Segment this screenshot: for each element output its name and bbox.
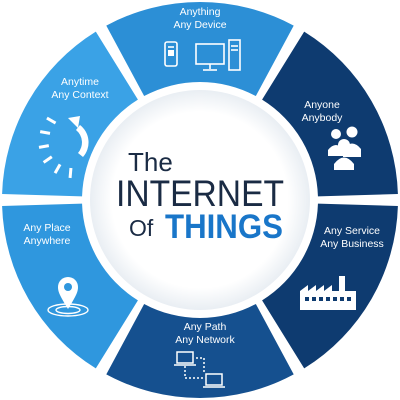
segment-label-any-place: Any Place [23,222,70,234]
segment-label-anybody: Anybody [302,112,344,124]
title-the: The [128,147,173,177]
location-pin-icon [47,277,89,317]
segment-any-path [106,303,294,398]
title-things: THINGS [165,208,283,246]
title-of: Of [129,215,154,241]
factory-icon [300,276,356,310]
people-icon [328,126,361,170]
devices-icon [164,39,241,71]
network-icon [174,351,225,388]
segment-label-anyone: Anyone [304,99,340,111]
segment-anyone [262,31,398,197]
title-internet: INTERNET [116,173,284,214]
segment-label-anything: Anything [180,6,221,18]
refresh-clock-icon [38,116,89,179]
segment-label-any-path: Any Path [184,321,227,333]
segment-label-anytime: Anytime [61,76,99,88]
segment-label-any-context: Any Context [51,89,108,101]
segment-anytime [2,31,138,197]
segment-label-any-device: Any Device [173,19,226,31]
center-circle [90,90,310,310]
segment-label-any-service: Any Service [324,225,380,237]
segment-label-anywhere: Anywhere [24,235,71,247]
segment-label-any-network: Any Network [175,334,235,346]
segment-label-any-business: Any Business [320,238,384,250]
segment-any-service [262,203,398,369]
segment-anything [106,2,294,97]
